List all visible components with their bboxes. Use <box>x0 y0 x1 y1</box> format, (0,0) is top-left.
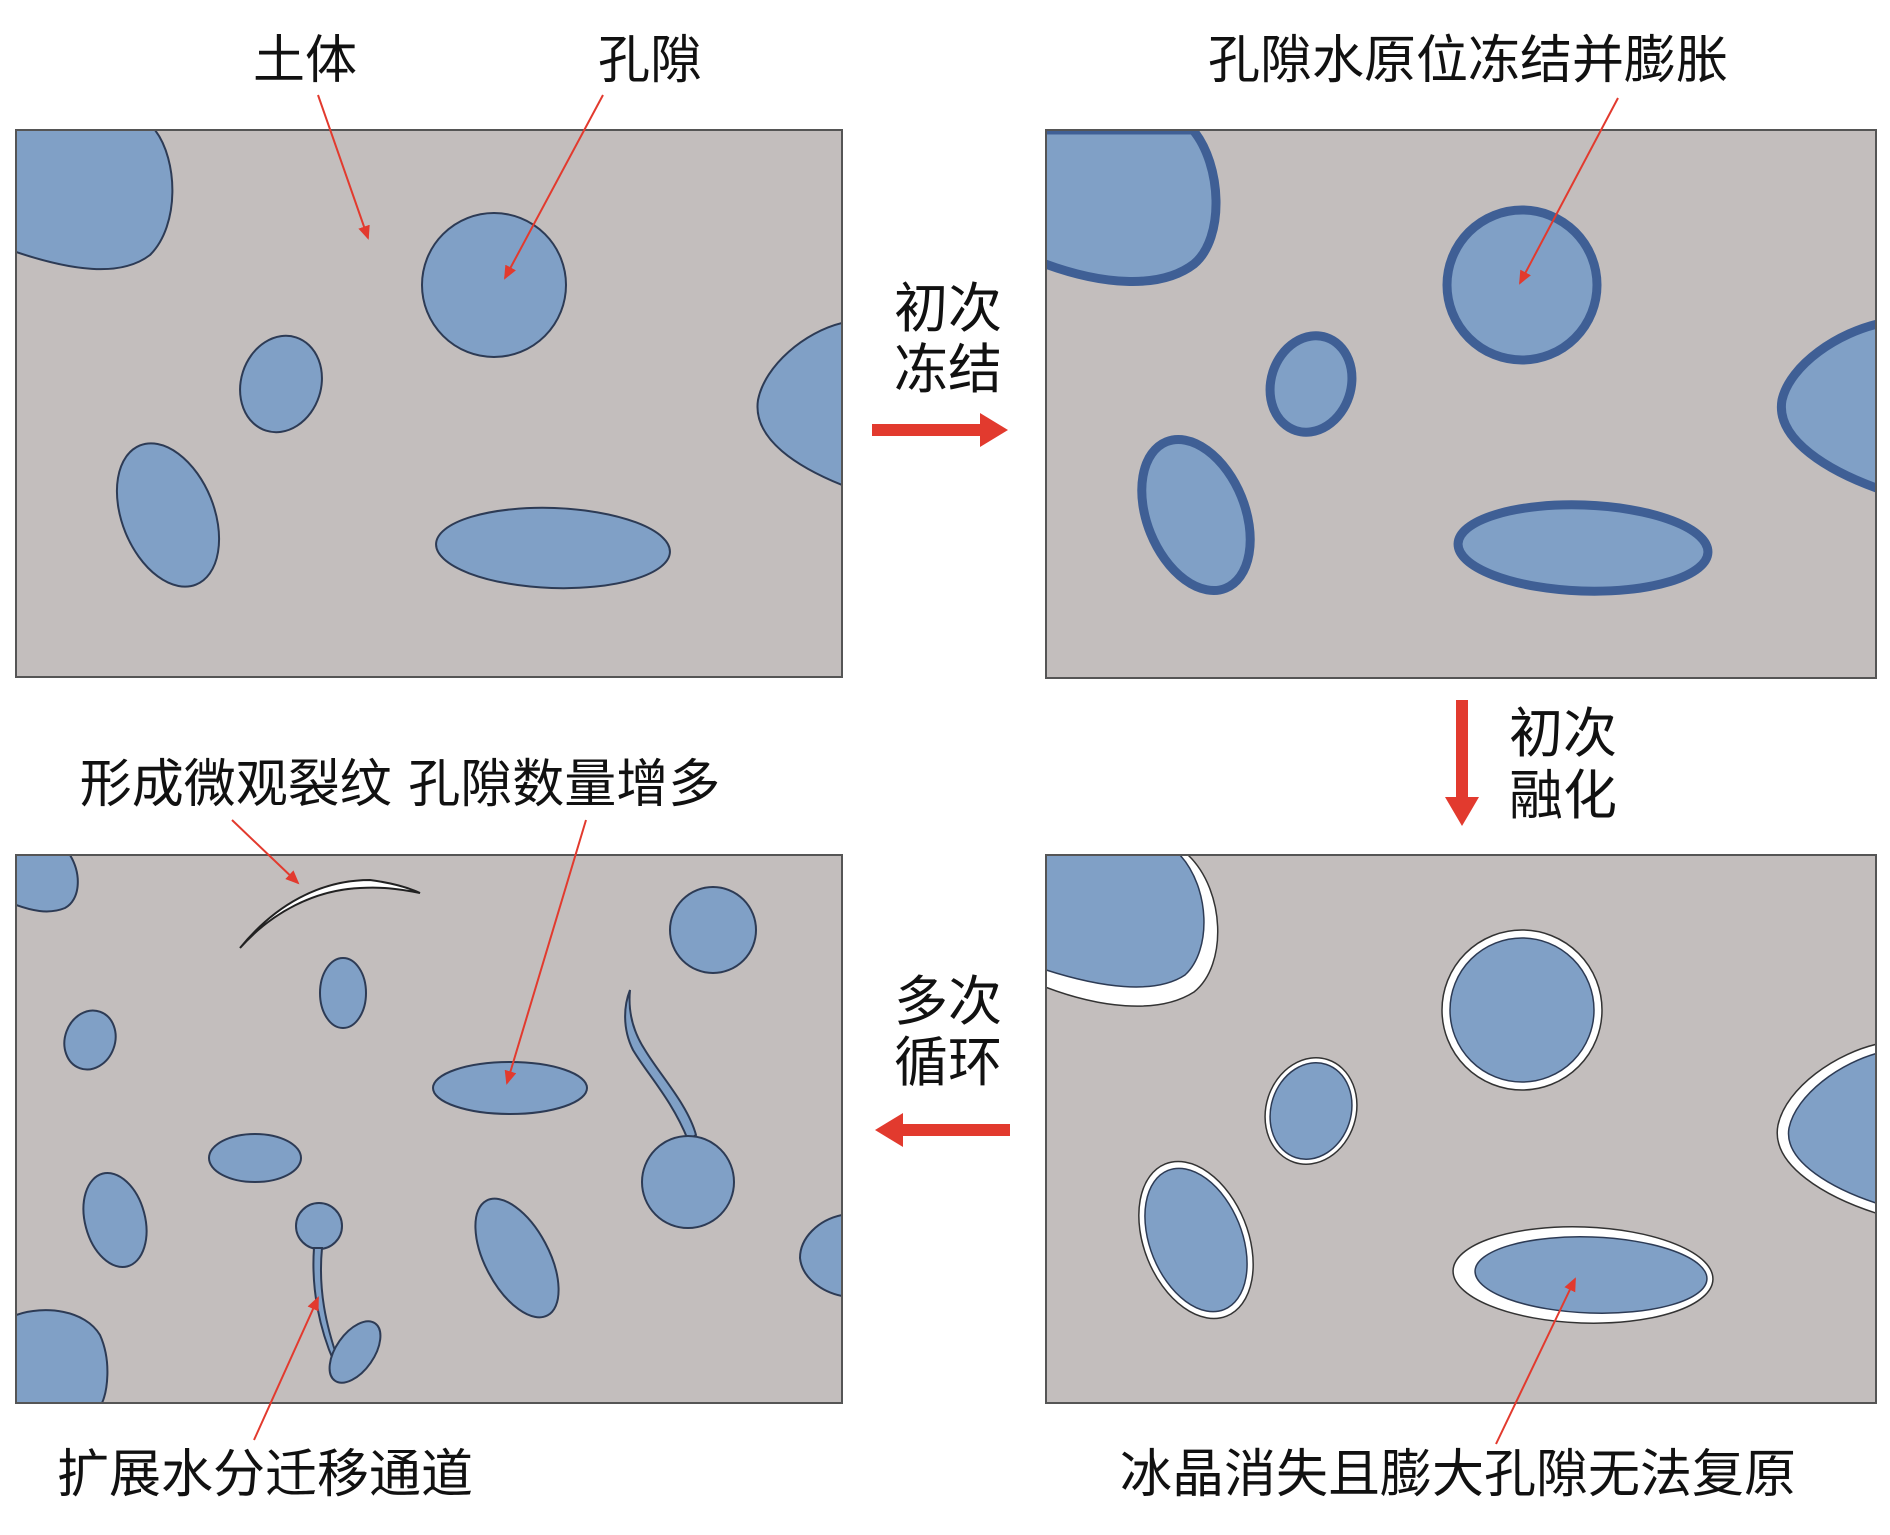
pore-count-leader-arrow <box>504 819 587 1085</box>
pore <box>1474 1236 1708 1314</box>
down-arrow-head <box>1445 797 1479 826</box>
crack-leader-arrow <box>231 819 300 885</box>
pore <box>1046 855 1205 988</box>
migration-channel <box>624 989 698 1142</box>
ice-rim-pore <box>1453 500 1713 596</box>
soil-leader-arrow <box>317 94 370 240</box>
pore <box>1449 937 1595 1083</box>
pore-leader-arrow <box>504 94 604 280</box>
step-first-freeze: 初次 冻结 <box>872 277 1008 447</box>
pore <box>1144 1167 1248 1313</box>
ice-gone-label: 冰晶消失且膨大孔隙无法复原 <box>1120 1445 1796 1505</box>
migration-leader-arrow <box>253 1296 319 1441</box>
step-first-thaw: 初次 融化 <box>1445 700 1617 827</box>
pore <box>239 334 323 434</box>
cracks-more-pores-label: 形成微观裂纹 孔隙数量增多 <box>80 755 721 815</box>
panel-frozen: 孔隙水原位冻结并膨胀 <box>1045 31 1877 679</box>
step-multiple-cycles: 多次 循环 <box>875 970 1010 1147</box>
first-thaw-label-line1: 初次 <box>1509 702 1617 765</box>
soil-label: 土体 <box>253 31 357 91</box>
ice-rim-pore <box>1776 319 1876 493</box>
pore <box>63 1009 117 1071</box>
pore <box>295 1202 343 1250</box>
pore <box>432 1061 588 1115</box>
pore <box>328 1320 382 1384</box>
pore <box>756 321 842 487</box>
ice-gone-leader-arrow <box>1495 1277 1576 1445</box>
freeze-expand-leader-arrow <box>1519 97 1619 285</box>
pore <box>16 855 79 913</box>
pore <box>798 1213 842 1298</box>
pore <box>474 1197 560 1319</box>
pore <box>16 130 174 271</box>
pore <box>421 212 567 358</box>
pore <box>208 1133 302 1183</box>
panel-thawed: 冰晶消失且膨大孔隙无法复原 <box>1045 854 1877 1505</box>
micro-crack <box>239 878 421 949</box>
pore <box>1787 1052 1876 1204</box>
migration-channel-label: 扩展水分迁移通道 <box>57 1445 473 1505</box>
ice-rim-pore <box>1137 434 1255 596</box>
right-arrow-head <box>980 413 1008 447</box>
pore-label: 孔隙 <box>598 31 702 91</box>
pore <box>1269 1062 1353 1160</box>
pore <box>16 1309 109 1403</box>
ice-rim-pore <box>1265 331 1357 437</box>
ice-rim-pore <box>1046 130 1221 286</box>
multi-cycle-label-line1: 多次 <box>894 970 1002 1033</box>
pore <box>669 886 757 974</box>
freeze-expand-label: 孔隙水原位冻结并膨胀 <box>1208 31 1728 91</box>
pore <box>435 506 671 590</box>
ice-rim-pore <box>1442 205 1602 365</box>
pore <box>319 957 367 1029</box>
pore <box>641 1135 735 1229</box>
left-arrow-head <box>875 1113 903 1147</box>
panel-initial: 土体 孔隙 <box>15 31 843 678</box>
first-freeze-label-line1: 初次 <box>894 277 1002 340</box>
pore <box>115 442 221 588</box>
multi-cycle-label-line2: 循环 <box>894 1031 1002 1094</box>
panel-after-cycles: 形成微观裂纹 孔隙数量增多 扩展水分迁移通道 <box>15 755 843 1505</box>
first-thaw-label-line2: 融化 <box>1509 764 1617 827</box>
first-freeze-label-line2: 冻结 <box>894 338 1002 401</box>
pore <box>82 1171 148 1269</box>
